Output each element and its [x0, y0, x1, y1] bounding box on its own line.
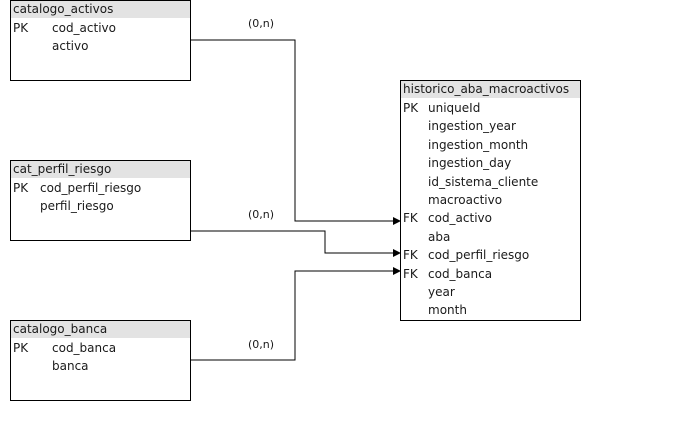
entity-row: aba — [401, 228, 580, 246]
key-marker: FK — [403, 211, 418, 226]
key-marker: PK — [13, 341, 29, 355]
entity-title: cat_perfil_riesgo — [11, 161, 190, 178]
key-marker: PK — [403, 101, 419, 115]
entity-row: PK cod_perfil_riesgo — [11, 179, 190, 197]
relation-line-perfil-riesgo — [190, 230, 401, 257]
entity-row: ingestion_day — [401, 154, 580, 172]
entity-row: ingestion_month — [401, 136, 580, 154]
entity-row: month — [401, 301, 580, 319]
entity-row: PK cod_banca — [11, 339, 190, 357]
entity-cat-perfil-riesgo[interactable]: cat_perfil_riesgo PK cod_perfil_riesgo p… — [10, 160, 191, 241]
entity-row: FK cod_perfil_riesgo — [401, 246, 580, 264]
cardinality-label-banca: (0,n) — [248, 338, 275, 351]
attribute-name: banca — [52, 359, 89, 374]
entity-row: PK cod_activo — [11, 19, 190, 37]
cardinality-label-activos: (0,n) — [248, 17, 275, 30]
attribute-name: ingestion_year — [428, 119, 516, 134]
entity-row: FK cod_banca — [401, 265, 580, 283]
entity-row: FK cod_activo — [401, 209, 580, 227]
entity-catalogo-banca[interactable]: catalogo_banca PK cod_banca banca — [10, 320, 191, 401]
attribute-name: ingestion_day — [428, 156, 512, 171]
entity-row: id_sistema_cliente — [401, 173, 580, 191]
entity-catalogo-activos[interactable]: catalogo_activos PK cod_activo activo — [10, 0, 191, 81]
key-marker: PK — [13, 181, 29, 195]
entity-row: perfil_riesgo — [11, 197, 190, 215]
relation-line-activos — [190, 39, 401, 225]
attribute-name: uniqueId — [428, 101, 481, 115]
entity-historico-aba-macroactivos[interactable]: historico_aba_macroactivos PK uniqueId ing… — [400, 80, 581, 321]
entity-row: activo — [11, 37, 190, 55]
entity-row: ingestion_year — [401, 117, 580, 135]
attribute-name: activo — [52, 39, 89, 54]
attribute-name: cod_banca — [428, 266, 493, 281]
attribute-name: macroactivo — [428, 192, 503, 207]
relation-line-banca — [190, 267, 401, 361]
attribute-name: id_sistema_cliente — [428, 174, 539, 189]
attribute-name: year — [428, 284, 455, 299]
key-marker: PK — [13, 21, 29, 35]
entity-row: year — [401, 283, 580, 301]
attribute-name: cod_activo — [52, 21, 116, 35]
entity-title: catalogo_activos — [11, 1, 190, 18]
entity-title: catalogo_banca — [11, 321, 190, 338]
attribute-name: month — [428, 303, 467, 318]
attribute-name: cod_perfil_riesgo — [428, 248, 530, 263]
attribute-name: cod_perfil_riesgo — [40, 181, 142, 195]
cardinality-label-perfil-riesgo: (0,n) — [248, 208, 275, 221]
attribute-name: cod_banca — [52, 341, 117, 355]
attribute-name: aba — [428, 229, 451, 244]
entity-row: banca — [11, 357, 190, 375]
attribute-name: perfil_riesgo — [40, 199, 114, 214]
entity-title: historico_aba_macroactivos — [401, 81, 580, 98]
attribute-name: cod_activo — [428, 211, 492, 226]
key-marker: FK — [403, 248, 418, 263]
entity-row: PK uniqueId — [401, 99, 580, 117]
entity-row: macroactivo — [401, 191, 580, 209]
attribute-name: ingestion_month — [428, 137, 529, 152]
key-marker: FK — [403, 266, 418, 281]
